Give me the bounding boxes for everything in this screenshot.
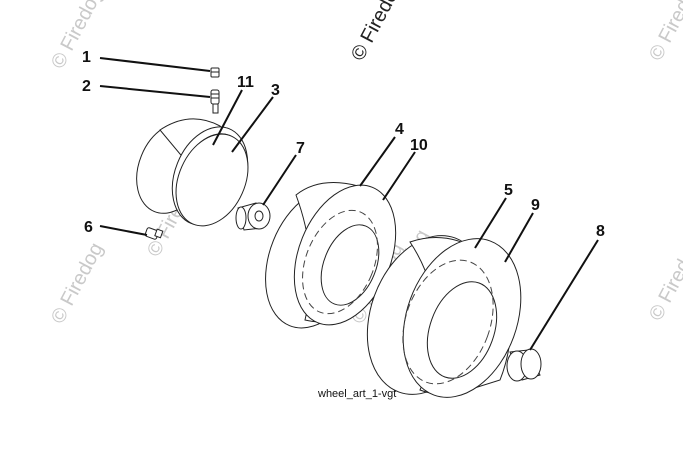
leader-6	[99, 225, 148, 236]
leader-2	[99, 85, 211, 98]
part-7-bushing	[235, 202, 271, 231]
leader-11	[212, 89, 243, 146]
part-1-cap	[210, 67, 220, 78]
callout-7: 7	[296, 140, 305, 157]
tire-front	[265, 182, 397, 329]
diagram-caption: wheel_art_1-vgt	[317, 388, 396, 400]
leader-7	[262, 154, 297, 206]
callout-2: 2	[82, 78, 91, 95]
part-8-hub-cap	[506, 348, 542, 382]
part-6-grease-fitting	[144, 227, 164, 240]
callout-11: 11	[237, 74, 254, 91]
watermark-right: © Firedog	[645, 236, 683, 324]
leader-5	[474, 197, 507, 249]
leader-1	[99, 57, 211, 72]
callout-10: 10	[410, 137, 428, 154]
part-3-rim-disc	[175, 133, 249, 227]
leader-lines	[99, 57, 599, 351]
watermark-top-right: © Firedog	[645, 0, 683, 64]
part-2-valve-stem	[210, 89, 220, 114]
callout-4: 4	[395, 121, 404, 138]
leader-4	[359, 136, 396, 187]
leader-10	[382, 151, 416, 201]
callout-labels: 1 2 11 3 6 7 4 10 5 9 8	[82, 49, 605, 240]
leader-8	[529, 239, 599, 351]
callout-3: 3	[271, 82, 280, 99]
leader-9	[504, 212, 534, 263]
callout-6: 6	[84, 219, 93, 236]
callout-8: 8	[596, 223, 605, 240]
callout-9: 9	[531, 197, 540, 214]
callout-1: 1	[82, 49, 91, 66]
leader-3	[231, 96, 274, 153]
watermark-dark: © Firedo	[347, 0, 403, 64]
callout-5: 5	[504, 182, 513, 199]
watermark-top-left: © Firedog	[47, 0, 108, 72]
tire-rear	[366, 235, 522, 398]
watermark-mid-left: © Firedog	[47, 239, 108, 327]
